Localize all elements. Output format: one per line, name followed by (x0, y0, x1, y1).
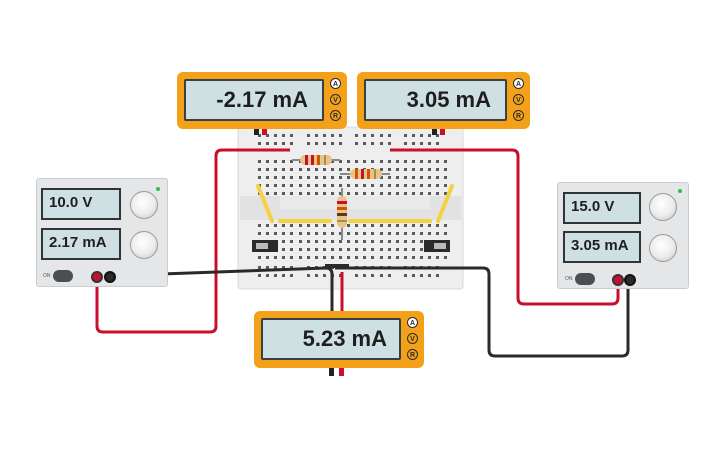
voltmeter-mode-button[interactable]: V (407, 333, 418, 344)
power-label: ON (565, 276, 573, 282)
meter-display: -2.17 mA (184, 79, 324, 121)
ohmmeter-mode-button[interactable]: R (513, 110, 524, 121)
switch-left[interactable] (252, 240, 278, 252)
meter-display: 5.23 mA (261, 318, 401, 360)
power-supply-left[interactable]: 10.0 V 2.17 mA ON (36, 178, 168, 287)
resistor-3[interactable] (337, 188, 347, 240)
multimeter-bottom[interactable]: 5.23 mA A V R (254, 311, 424, 368)
jumper-left (256, 184, 274, 223)
probe-terminals (254, 127, 445, 376)
meter-reading: -2.17 mA (216, 87, 308, 112)
resistor-1[interactable] (292, 155, 340, 165)
power-label: ON (43, 273, 51, 279)
current-reading: 3.05 mA (571, 237, 629, 254)
cv-indicator-icon (156, 187, 160, 191)
current-knob[interactable] (649, 234, 677, 262)
meter-display: 3.05 mA (364, 79, 507, 121)
negative-terminal[interactable] (104, 271, 116, 283)
switch-right[interactable] (424, 240, 450, 252)
ammeter-mode-button[interactable]: A (407, 317, 418, 328)
voltage-knob[interactable] (130, 191, 158, 219)
cv-indicator-icon (678, 189, 682, 193)
voltage-display: 10.0 V (41, 188, 121, 220)
jumper-right (436, 184, 454, 223)
voltage-display: 15.0 V (563, 192, 641, 224)
current-display: 2.17 mA (41, 228, 121, 260)
multimeter-right-top[interactable]: 3.05 mA A V R (357, 72, 530, 129)
meter-reading: 5.23 mA (302, 326, 387, 351)
wire-red-right (453, 148, 620, 306)
current-knob[interactable] (130, 231, 158, 259)
voltmeter-mode-button[interactable]: V (513, 94, 524, 105)
ammeter-mode-button[interactable]: A (330, 78, 341, 89)
power-toggle-button[interactable] (53, 270, 73, 282)
negative-terminal[interactable] (624, 274, 636, 286)
current-display: 3.05 mA (563, 231, 641, 263)
resistor-2[interactable] (340, 169, 390, 179)
voltage-knob[interactable] (649, 193, 677, 221)
rail-bar (325, 264, 349, 268)
power-toggle-button[interactable] (575, 273, 595, 285)
multimeter-left-top[interactable]: -2.17 mA A V R (177, 72, 347, 129)
ohmmeter-mode-button[interactable]: R (330, 110, 341, 121)
ammeter-mode-button[interactable]: A (513, 78, 524, 89)
wire-black-right (335, 266, 630, 358)
wire-red-left (95, 148, 270, 334)
positive-terminal[interactable] (612, 274, 624, 286)
ohmmeter-mode-button[interactable]: R (407, 349, 418, 360)
voltage-reading: 10.0 V (49, 194, 93, 211)
current-reading: 2.17 mA (49, 234, 107, 251)
positive-terminal[interactable] (91, 271, 103, 283)
power-supply-right[interactable]: 15.0 V 3.05 mA ON (557, 182, 689, 289)
meter-reading: 3.05 mA (406, 87, 491, 112)
jumpers[interactable] (256, 184, 454, 223)
voltmeter-mode-button[interactable]: V (330, 94, 341, 105)
voltage-reading: 15.0 V (571, 198, 615, 215)
